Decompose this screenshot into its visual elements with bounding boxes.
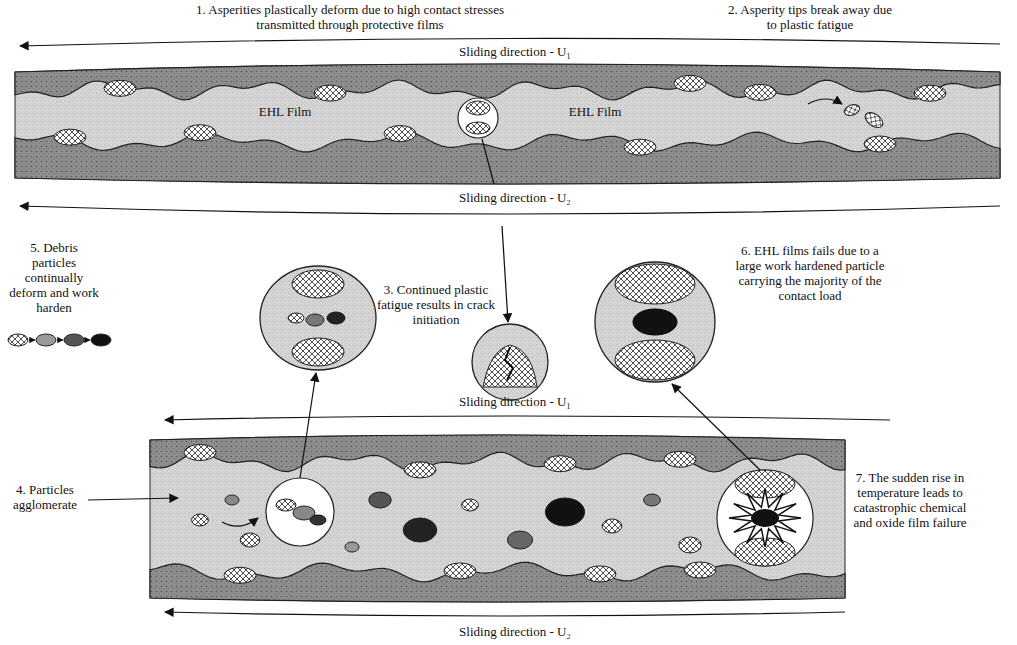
lower-surface xyxy=(15,132,1000,184)
callout-text: 4. Particles agglomerate xyxy=(5,482,85,512)
sequence-arrow xyxy=(85,340,90,341)
asperity xyxy=(384,126,416,142)
callout-text: 7. The sudden rise in temperature leads … xyxy=(850,470,970,530)
tip-motion-arrow xyxy=(808,99,842,104)
asperity xyxy=(314,85,346,101)
debris-particle xyxy=(192,514,209,526)
broken-tip xyxy=(862,109,885,130)
film-label: EHL Film xyxy=(560,104,630,119)
debris-particle xyxy=(8,334,28,346)
asperity xyxy=(615,340,695,380)
sliding-arrow xyxy=(165,416,890,420)
asperity xyxy=(444,563,476,579)
debris-particle xyxy=(306,314,324,326)
asperity xyxy=(483,345,537,387)
debris-particle xyxy=(240,533,260,547)
leader-arrow xyxy=(672,384,760,470)
debris-particle xyxy=(64,334,84,346)
sliding-direction: Sliding direction - U₁ xyxy=(425,394,605,409)
crack-inset xyxy=(472,324,548,400)
sliding-arrow xyxy=(165,612,845,616)
inset-circle xyxy=(595,262,715,382)
callout-text: 2. Asperity tips break away due to plast… xyxy=(725,2,895,32)
debris-particle xyxy=(225,495,239,505)
debris-particle xyxy=(507,531,532,549)
debris-particle xyxy=(288,313,304,323)
leader-arrow xyxy=(88,498,178,500)
debris-particle xyxy=(276,499,296,511)
leader-arrow xyxy=(300,373,316,478)
work-hardening-sequence xyxy=(8,334,111,346)
asperity xyxy=(864,136,896,152)
debris-particle xyxy=(462,499,479,511)
contact-highlight xyxy=(458,98,498,138)
asperity xyxy=(104,80,136,96)
debris-particle xyxy=(545,498,584,526)
lower-surface xyxy=(150,562,845,602)
hardened-particle xyxy=(751,509,779,527)
film-label: EHL Film xyxy=(250,104,320,119)
asperity xyxy=(224,567,256,583)
contact-highlight xyxy=(266,478,334,546)
top-contact-panel xyxy=(15,64,1000,184)
debris-particle xyxy=(679,537,701,553)
leader-arrow xyxy=(502,226,508,322)
deforming-asperity xyxy=(466,122,490,134)
asperity xyxy=(664,451,696,467)
asperity xyxy=(404,462,436,478)
asperity xyxy=(584,566,616,582)
sliding-direction: Sliding direction - U₂ xyxy=(425,190,605,205)
debris-particle xyxy=(369,492,391,508)
asperity xyxy=(615,264,695,304)
debris-particle xyxy=(644,494,661,506)
sliding-direction: Sliding direction - U₂ xyxy=(425,624,605,639)
asperity xyxy=(544,456,576,472)
asperity xyxy=(624,139,656,155)
temperature-flash xyxy=(729,489,801,547)
debris-particle xyxy=(327,312,345,324)
hardened-particle xyxy=(633,309,677,335)
broken-tip xyxy=(843,103,861,118)
debris-particle xyxy=(602,519,622,533)
debris-particle xyxy=(345,542,359,552)
sliding-direction: Sliding direction - U₁ xyxy=(425,44,605,59)
asperity xyxy=(684,562,716,578)
upper-surface xyxy=(150,435,845,472)
callout-text: 1. Asperities plastically deform due to … xyxy=(180,2,520,32)
callout-text: 3. Continued plastic fatigue results in … xyxy=(375,282,497,327)
sequence-arrow xyxy=(29,340,35,341)
callout-text: 5. Debris particles continually deform a… xyxy=(8,240,100,315)
leader-line xyxy=(482,139,494,184)
contact-highlight xyxy=(717,470,813,566)
callout-text: 6. EHL films fails due to a large work h… xyxy=(735,243,885,303)
asperity xyxy=(184,125,216,141)
bottom-contact-panel xyxy=(150,435,845,602)
deforming-asperity xyxy=(466,101,490,115)
sequence-arrow xyxy=(57,340,63,341)
ehl-film-region xyxy=(15,64,1000,184)
debris-inset xyxy=(260,266,376,370)
asperity xyxy=(674,75,706,91)
inset-circle xyxy=(472,324,548,400)
asperity xyxy=(184,445,216,461)
debris-particle xyxy=(310,515,326,525)
upper-surface xyxy=(15,64,1000,100)
asperity xyxy=(54,129,86,145)
asperity xyxy=(292,338,344,366)
asperity xyxy=(914,85,946,101)
debris-particle xyxy=(36,334,56,346)
debris-particle xyxy=(91,334,111,346)
film-failure-inset xyxy=(595,262,715,382)
sliding-arrow xyxy=(20,206,1000,214)
particle-motion-arrow xyxy=(222,518,258,526)
crack xyxy=(505,347,513,380)
inset-circle xyxy=(260,266,376,370)
asperity xyxy=(292,270,344,298)
debris-particle xyxy=(403,518,437,542)
ehl-film-region xyxy=(150,435,845,602)
asperity xyxy=(744,84,776,100)
